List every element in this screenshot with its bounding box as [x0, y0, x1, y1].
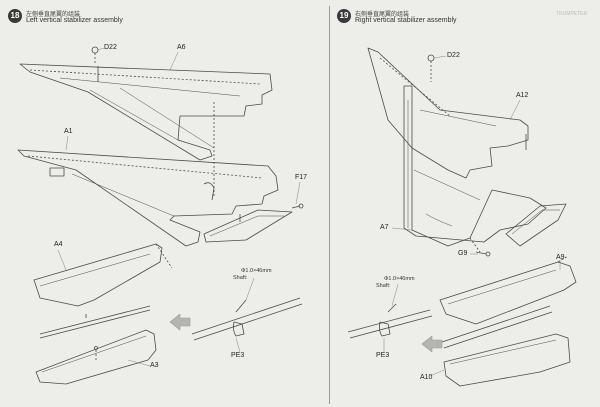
left-shaft-detail	[191, 297, 303, 341]
right-direction-arrow	[421, 335, 443, 353]
part-label-a9: A9	[556, 254, 565, 261]
shaft-callout-right: Φ1.0×46mm Shaft:	[376, 276, 415, 290]
part-label-a1: A1	[64, 128, 73, 135]
part-label-a10: A10	[420, 374, 433, 381]
leader-lines	[57, 47, 561, 377]
brand-watermark: TRUMPETER	[556, 11, 588, 17]
step-18-badge: 18	[8, 9, 22, 23]
step-19-title-en: Right vertical stabilizer assembly	[355, 17, 457, 24]
part-label-a6: A6	[177, 44, 186, 51]
part-label-a7: A7	[380, 224, 389, 231]
part-label-a3: A3	[150, 362, 159, 369]
part-label-a4: A4	[54, 241, 63, 248]
part-label-pe3-left: PE3	[231, 352, 245, 359]
part-label-a12: A12	[516, 92, 529, 99]
part-label-pe3-right: PE3	[376, 352, 390, 359]
left-flap-a3	[35, 329, 157, 385]
right-flap-a10	[443, 333, 571, 387]
right-flap-a9	[439, 255, 577, 325]
part-label-d22-left: D22	[104, 44, 117, 51]
shaft-label-left: Shaft:	[233, 275, 248, 281]
step-19-title-cn: 右侧垂直尾翼的组装	[355, 12, 410, 18]
left-flap-a4	[33, 243, 173, 307]
step-18-title-cn: 左侧垂直尾翼的组装	[26, 12, 81, 18]
right-vertical-fin-a7	[403, 85, 547, 253]
shaft-label-right: Shaft:	[376, 283, 391, 289]
left-hinge-shaft	[39, 305, 151, 339]
step-19-badge: 19	[337, 9, 351, 23]
part-label-d22-right: D22	[447, 52, 460, 59]
step-18-title-en: Left vertical stabilizer assembly	[26, 17, 123, 24]
left-stabilizer-upper-wing	[19, 46, 273, 161]
right-shaft-detail	[347, 303, 433, 339]
shaft-callout-left: Φ1.0×46mm Shaft:	[233, 268, 272, 282]
part-label-g9: G9	[458, 250, 468, 257]
right-stabilizer-upper-wing	[367, 47, 529, 179]
left-direction-arrow	[169, 313, 191, 331]
left-stabilizer-lower-wing	[17, 102, 279, 247]
part-label-f17: F17	[295, 174, 308, 181]
panel-divider	[329, 6, 330, 404]
left-rudder-small	[203, 203, 304, 243]
right-g9-pin	[475, 251, 491, 257]
right-hinge-shaft	[441, 305, 553, 349]
shaft-spec-left: Φ1.0×46mm	[241, 268, 272, 274]
right-rudder-small	[505, 203, 567, 247]
shaft-spec-right: Φ1.0×46mm	[384, 276, 415, 282]
